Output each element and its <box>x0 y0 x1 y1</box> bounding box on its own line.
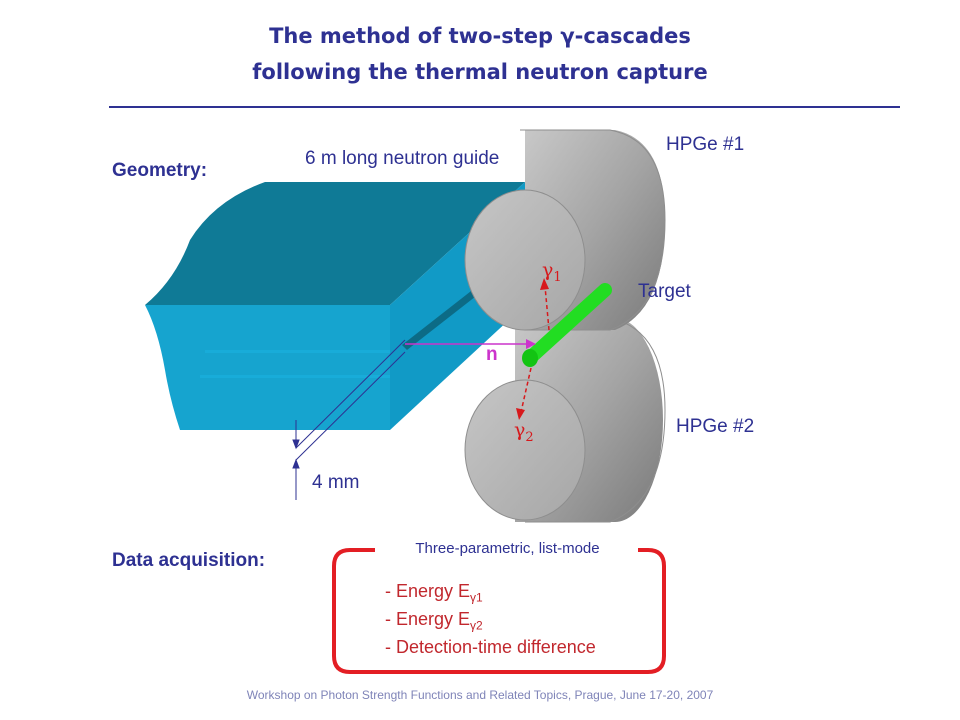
gamma-2-subscript: 2 <box>525 430 533 445</box>
gamma-2-symbol: γ <box>514 419 525 441</box>
neutron-label: n <box>486 344 498 365</box>
target <box>522 283 612 367</box>
dimension-label: 4 mm <box>312 472 360 493</box>
item-text: - Detection-time difference <box>385 637 596 657</box>
title-line-1: The method of two-step γ-cascades <box>269 24 691 48</box>
target-label: Target <box>638 281 692 302</box>
neutron-beam <box>405 339 536 349</box>
footer: Workshop on Photon Strength Functions an… <box>246 688 714 702</box>
item-subscript: γ2 <box>470 618 483 633</box>
dimension-lines <box>292 339 406 500</box>
gamma-1-subscript: 1 <box>553 270 561 285</box>
detector-2-label: HPGe #2 <box>676 416 754 437</box>
detector-2 <box>464 317 666 523</box>
gamma-2-label: γ2 <box>514 419 534 445</box>
guide-label: 6 m long neutron guide <box>305 148 499 169</box>
acquisition-item-energy-2: - Energy Eγ2 <box>385 609 483 633</box>
geometry-heading: Geometry: <box>112 160 208 181</box>
item-subscript: γ1 <box>470 590 483 605</box>
detector-1 <box>464 129 666 331</box>
acquisition-box-title: Three-parametric, list-mode <box>380 540 635 557</box>
title-line-2: following the thermal neutron capture <box>252 60 708 84</box>
item-text: - Energy E <box>385 581 471 601</box>
item-text: - Energy E <box>385 609 471 629</box>
acquisition-item-energy-1: - Energy Eγ1 <box>385 581 483 605</box>
title-divider <box>109 106 900 108</box>
acquisition-box <box>332 548 666 674</box>
data-acquisition-heading: Data acquisition: <box>112 550 266 571</box>
gamma-rays <box>516 278 550 420</box>
detector-1-label: HPGe #1 <box>666 134 744 155</box>
neutron-guide <box>145 182 525 430</box>
acquisition-item-time-difference: - Detection-time difference <box>385 637 596 658</box>
gamma-1-symbol: γ <box>542 259 553 281</box>
gamma-1-label: γ1 <box>542 259 562 285</box>
